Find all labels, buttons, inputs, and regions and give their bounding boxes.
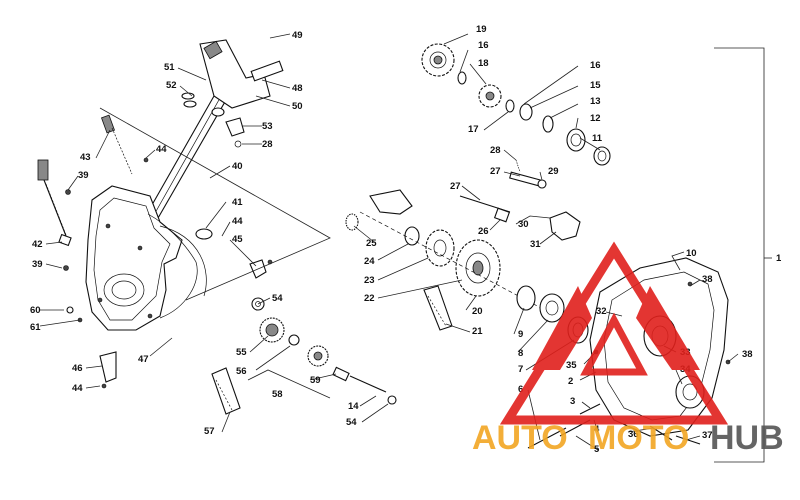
label-59: 59 — [310, 375, 321, 386]
leader-lines — [39, 33, 772, 463]
label-19: 19 — [476, 24, 487, 35]
label-39b: 39 — [32, 259, 43, 270]
label-38a: 38 — [702, 274, 713, 285]
watermark-triangle-left — [532, 286, 592, 370]
label-18: 18 — [478, 58, 489, 69]
label-52: 52 — [166, 80, 177, 91]
label-30: 30 — [518, 219, 529, 230]
label-35: 35 — [566, 360, 577, 371]
automotohub-watermark: AUTO MOTO HUB — [472, 241, 784, 457]
label-20: 20 — [472, 306, 483, 317]
label-7: 7 — [518, 364, 523, 375]
label-6: 6 — [518, 384, 523, 395]
label-15: 15 — [590, 80, 601, 91]
label-28b: 28 — [262, 139, 273, 150]
label-42: 42 — [32, 239, 43, 250]
label-57: 57 — [204, 426, 215, 437]
label-61: 61 — [30, 322, 41, 333]
label-11: 11 — [592, 133, 603, 144]
label-38b: 38 — [742, 349, 753, 360]
label-5: 5 — [594, 444, 600, 455]
bracket-part — [99, 351, 117, 383]
label-14: 14 — [348, 401, 359, 412]
label-27b: 27 — [450, 181, 461, 192]
label-25: 25 — [366, 238, 377, 249]
chain-57 — [211, 367, 241, 415]
label-36: 36 — [628, 429, 639, 440]
watermark-word-auto: AUTO — [472, 419, 568, 457]
label-3: 3 — [570, 396, 575, 407]
label-56: 56 — [236, 366, 247, 377]
label-39a: 39 — [78, 170, 89, 181]
shift-fork — [549, 211, 581, 241]
label-24: 24 — [364, 256, 375, 267]
label-16a: 16 — [478, 40, 489, 51]
cable-and-bolts — [37, 114, 149, 389]
label-58: 58 — [272, 389, 283, 400]
label-2: 2 — [568, 376, 573, 387]
label-49: 49 — [292, 30, 303, 41]
label-26: 26 — [478, 226, 489, 237]
label-53: 53 — [262, 121, 273, 132]
label-22: 22 — [364, 293, 375, 304]
label-60: 60 — [30, 305, 41, 316]
label-28a: 28 — [490, 145, 501, 156]
label-44b: 44 — [232, 216, 243, 227]
label-17: 17 — [468, 124, 479, 135]
label-13: 13 — [590, 96, 601, 107]
watermark-triangle-right — [636, 286, 700, 370]
label-41: 41 — [232, 197, 243, 208]
watermark-word-hub: HUB — [710, 419, 784, 457]
gear-19 — [421, 43, 611, 166]
label-32: 32 — [596, 306, 607, 317]
gear-stack — [345, 189, 561, 319]
label-31: 31 — [530, 239, 541, 250]
label-55: 55 — [236, 347, 247, 358]
label-29: 29 — [548, 166, 559, 177]
seal-part — [195, 228, 213, 240]
label-40: 40 — [232, 161, 243, 172]
label-47: 47 — [138, 354, 149, 365]
label-16b: 16 — [590, 60, 601, 71]
label-12: 12 — [590, 113, 601, 124]
lower-gear-set — [251, 297, 397, 405]
label-27: 27 — [490, 166, 501, 177]
label-8: 8 — [518, 348, 523, 359]
label-48: 48 — [292, 83, 303, 94]
label-50: 50 — [292, 101, 303, 112]
chain-21 — [423, 285, 453, 331]
label-21: 21 — [472, 326, 483, 337]
part-labels: 1 2 3 4 5 6 7 8 9 10 11 12 13 14 15 16 1… — [30, 24, 782, 455]
watermark-word-moto: MOTO — [588, 419, 689, 457]
label-4: 4 — [594, 424, 600, 435]
label-46: 46 — [72, 363, 83, 374]
label-44c: 44 — [72, 383, 83, 394]
label-1: 1 — [776, 253, 782, 264]
label-44a: 44 — [156, 144, 167, 155]
label-9: 9 — [518, 329, 523, 340]
housing-cover — [85, 185, 207, 331]
label-45: 45 — [232, 234, 243, 245]
label-54a: 54 — [272, 293, 283, 304]
shaft-assembly — [139, 39, 284, 233]
label-51: 51 — [164, 62, 175, 73]
watermark-triangle-inner — [580, 312, 648, 376]
label-23: 23 — [364, 275, 375, 286]
label-54b: 54 — [346, 417, 357, 428]
shift-rod-parts — [459, 159, 547, 223]
label-10: 10 — [686, 248, 697, 259]
label-43: 43 — [80, 152, 91, 163]
label-37: 37 — [702, 430, 713, 441]
